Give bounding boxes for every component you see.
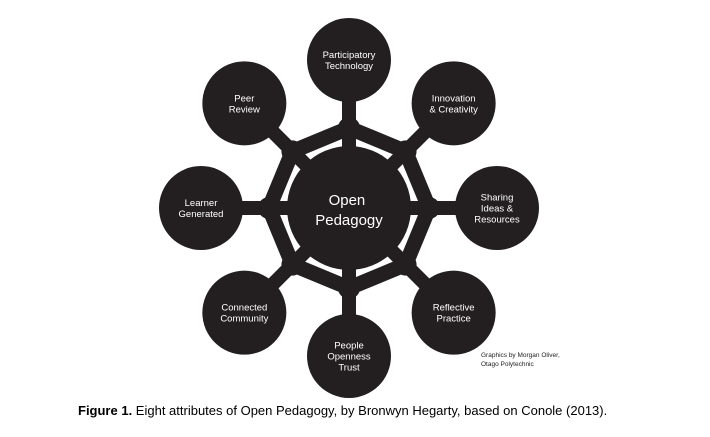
node-label-line: Reflective — [433, 303, 475, 314]
junction-learner-generated — [258, 197, 280, 219]
node-label-line: People — [334, 341, 364, 352]
junction-peer-review — [281, 140, 304, 163]
junction-reflective-practice — [394, 253, 417, 276]
credit-line-1: Graphics by Morgan Oliver, — [481, 352, 560, 359]
junction-innovation-creativity — [394, 140, 417, 163]
node-label-line: Learner — [185, 198, 218, 209]
node-label-line: Generated — [179, 209, 224, 220]
node-circle-reflective-practice — [411, 270, 496, 355]
node-circle-learner-generated — [159, 166, 243, 250]
graphics-credit: Graphics by Morgan Oliver, Otago Polytec… — [481, 352, 560, 368]
node-label-innovation-creativity: Innovation& Creativity — [429, 93, 478, 115]
node-circle-connected-community — [202, 270, 287, 355]
center-label: Open Pedagogy — [315, 192, 383, 229]
credit-line-2: Otago Polytechnic — [481, 361, 535, 368]
node-label-line: Openness — [327, 352, 371, 363]
node-label-line: Review — [229, 104, 260, 115]
center-node: Open Pedagogy — [287, 146, 411, 270]
node-label-line: Participatory — [323, 50, 376, 61]
node-circle-people-openness-trust — [307, 314, 391, 398]
junction-participatory-technology — [338, 117, 360, 139]
center-label-line-1: Open — [329, 192, 366, 209]
node-circle-sharing-ideas-resources — [455, 166, 539, 250]
node-label-line: Practice — [436, 314, 470, 325]
node-circle-participatory-technology — [307, 18, 391, 102]
center-circle — [287, 146, 411, 270]
node-label-line: Resources — [474, 215, 520, 226]
node-label-line: Sharing — [481, 193, 514, 204]
caption-label: Figure 1. — [78, 403, 133, 418]
node-label-line: Community — [220, 314, 268, 325]
figure-caption: Figure 1. Eight attributes of Open Pedag… — [78, 403, 698, 418]
node-label-line: Peer — [234, 93, 254, 104]
node-label-line: Innovation — [432, 93, 476, 104]
node-label-line: Technology — [325, 61, 373, 72]
junction-people-openness-trust — [338, 277, 360, 299]
junction-connected-community — [281, 253, 304, 276]
ring-junctions — [258, 117, 440, 299]
center-label-line-2: Pedagogy — [315, 212, 383, 229]
node-innovation-creativity: Innovation& Creativity — [411, 61, 496, 146]
junction-sharing-ideas-resources — [418, 197, 440, 219]
node-label-line: Connected — [221, 303, 267, 314]
caption-text: Eight attributes of Open Pedagogy, by Br… — [132, 403, 608, 418]
node-label-line: & Creativity — [429, 104, 478, 115]
node-label-line: Ideas & — [481, 204, 514, 215]
node-circle-innovation-creativity — [411, 61, 496, 146]
node-circle-peer-review — [202, 61, 287, 146]
node-label-line: Trust — [338, 363, 360, 374]
